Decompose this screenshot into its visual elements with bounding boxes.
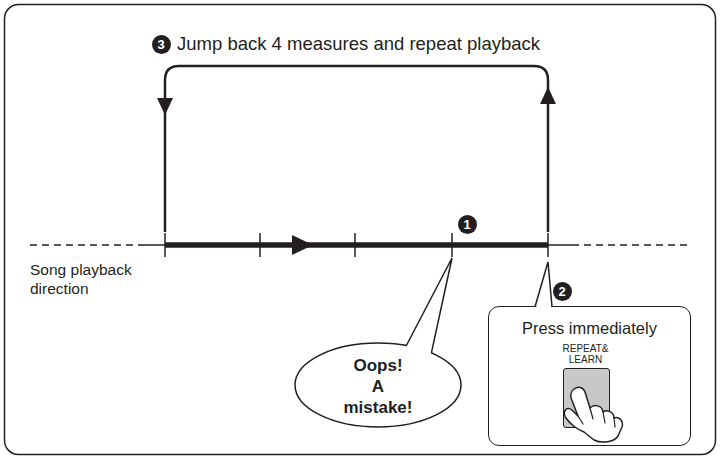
instruction-text: Press immediately (489, 318, 690, 338)
loop-arrowhead (540, 87, 556, 104)
callout-number: 1 (458, 215, 477, 234)
bubble-tail-fill (407, 258, 452, 356)
axis-label: Song playback direction (30, 260, 150, 298)
measure-tick (451, 233, 453, 257)
repeat-loop-arrow (165, 66, 548, 232)
button-label: REPEAT& LEARN (554, 343, 617, 365)
timeline-dashed (572, 244, 690, 246)
timeline-thin (548, 244, 572, 246)
measure-tick (259, 233, 261, 257)
instruction-box: Press immediatelyREPEAT& LEARN (488, 306, 691, 446)
measure-tick (354, 233, 356, 257)
loop-arrowhead (157, 98, 173, 115)
hand-outline (564, 387, 622, 442)
callout-number: 3 (152, 35, 171, 54)
annotation-text: Jump back 4 measures and repeat playback (177, 33, 540, 55)
callout-number: 2 (553, 282, 572, 301)
measure-tick (547, 233, 549, 257)
repeat-learn-button: REPEAT& LEARN (563, 368, 610, 428)
bubble-text: Oops! A mistake! (328, 355, 428, 418)
direction-arrowhead (292, 235, 313, 255)
pressing-hand (564, 387, 622, 442)
timeline-segment (165, 242, 548, 248)
pointer-fill (536, 262, 552, 310)
timeline-thin (140, 244, 165, 246)
speech-bubble: Oops! A mistake! (294, 342, 462, 428)
bubble-tail (406, 258, 452, 353)
measure-tick (164, 233, 166, 257)
bubble-ellipse (295, 343, 461, 427)
box-pointer (535, 262, 552, 307)
hand-creases (578, 408, 615, 427)
timeline-dashed (30, 244, 140, 246)
outer-frame (5, 5, 716, 455)
